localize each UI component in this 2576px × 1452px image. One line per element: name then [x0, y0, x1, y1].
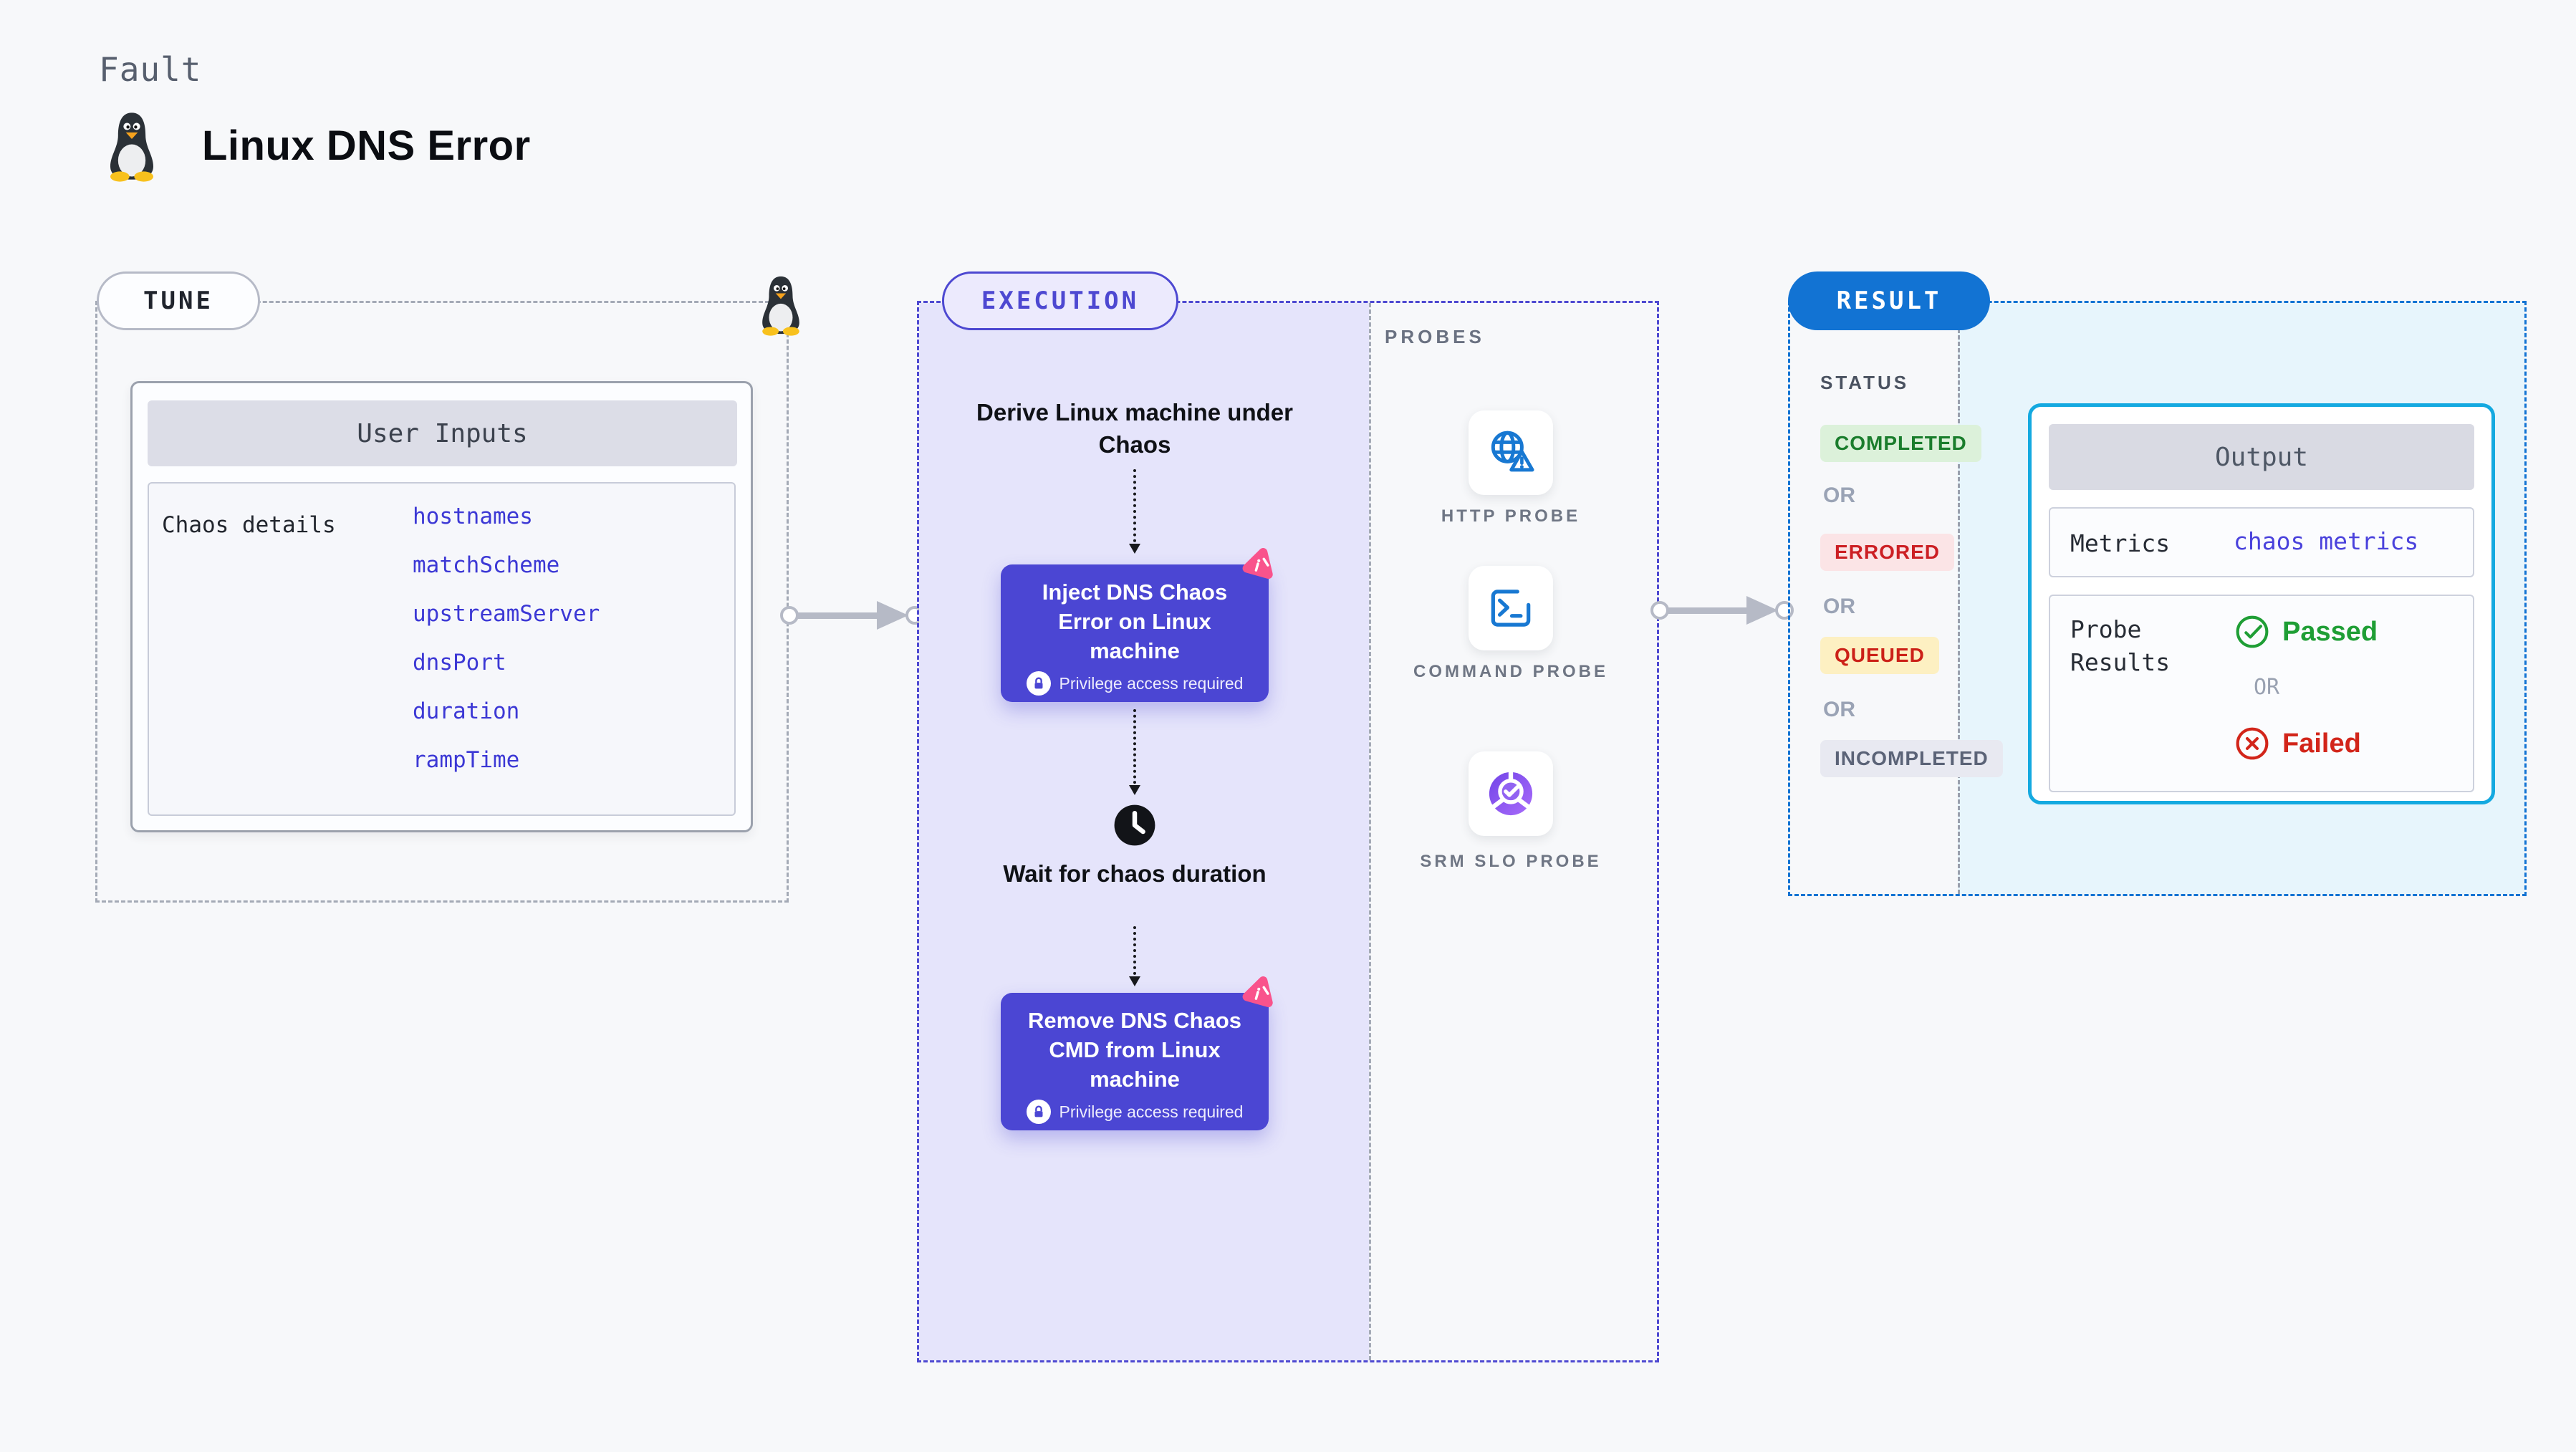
status-badge-incompleted: INCOMPLETED	[1820, 740, 2003, 777]
srm-slo-probe-card[interactable]	[1469, 751, 1553, 836]
tune-zone	[95, 276, 799, 903]
passed-label: Passed	[2282, 616, 2378, 647]
arrowhead-icon	[1746, 596, 1778, 625]
tune-badge: TUNE	[97, 271, 260, 330]
check-circle-icon	[2236, 615, 2269, 648]
execution-probes-divider	[1369, 303, 1371, 1360]
failed-label: Failed	[2282, 728, 2361, 759]
status-badge-errored: ERRORED	[1820, 534, 1955, 571]
flow-arrow-1	[1129, 469, 1140, 554]
input-matchscheme[interactable]: matchScheme	[413, 552, 560, 578]
remove-dns-chaos-node[interactable]: Remove DNS Chaos CMD from Linux machine …	[1001, 976, 1273, 1130]
user-inputs-header: User Inputs	[148, 400, 737, 466]
output-card: Output Metrics chaos metrics Probe Resul…	[2028, 403, 2495, 804]
input-hostnames[interactable]: hostnames	[413, 504, 533, 529]
inject-dns-chaos-node[interactable]: Inject DNS Chaos Error on Linux machine …	[1001, 547, 1273, 702]
tux-penguin-corner-icon	[762, 276, 799, 336]
lock-icon	[1026, 1100, 1051, 1124]
metrics-row: Metrics chaos metrics	[2049, 507, 2474, 577]
srm-slo-probe-label: SRM SLO PROBE	[1420, 852, 1602, 871]
chaos-details-label: Chaos details	[162, 512, 336, 538]
privilege-note: Privilege access required	[1059, 673, 1244, 693]
passed-result: Passed	[2234, 613, 2378, 650]
result-zone: STATUS COMPLETED OR ERRORED OR QUEUED OR…	[1788, 301, 2527, 896]
page-title: Linux DNS Error	[202, 122, 531, 169]
failed-result: Failed	[2234, 725, 2361, 762]
flow-arrow-2	[1129, 709, 1140, 795]
command-probe-card[interactable]	[1469, 566, 1553, 650]
probes-section-label: PROBES	[1385, 326, 1485, 347]
step-wait-label: Wait for chaos duration	[1003, 860, 1267, 887]
probe-results-label: Probe Results	[2070, 615, 2171, 676]
remove-node-title: Remove DNS Chaos CMD from Linux machine	[1027, 1008, 1242, 1092]
status-output-divider	[1958, 303, 1960, 894]
tune-to-execution-arrow	[780, 601, 924, 630]
fault-kicker: Fault	[99, 50, 202, 89]
step-derive-label: Derive Linux machine under Chaos	[976, 399, 1293, 458]
flow-arrow-3	[1129, 926, 1140, 986]
tux-penguin-icon	[110, 112, 153, 182]
status-badge-queued: QUEUED	[1820, 637, 1939, 674]
privilege-note: Privilege access required	[1059, 1102, 1244, 1121]
http-probe-label: HTTP PROBE	[1441, 506, 1581, 526]
execution-zone: Derive Linux machine under Chaos Inject …	[917, 301, 1659, 1362]
probe-results-row: Probe Results Passed OR	[2049, 595, 2474, 792]
http-probe-card[interactable]	[1469, 410, 1553, 495]
execution-to-result-arrow	[1650, 596, 1794, 625]
x-circle-icon	[2236, 727, 2269, 760]
privilege-note-row: Privilege access required	[1001, 671, 1269, 696]
arrowhead-icon	[877, 601, 908, 630]
user-inputs-card: User Inputs Chaos details hostnames matc…	[130, 381, 753, 832]
lock-icon	[1026, 671, 1051, 696]
output-card-header: Output	[2049, 424, 2474, 490]
or-separator: OR	[1823, 698, 1855, 721]
result-badge: RESULT	[1788, 271, 1990, 330]
user-inputs-body: Chaos details hostnames matchScheme upst…	[148, 482, 736, 816]
or-separator: OR	[2254, 675, 2280, 700]
status-badge-completed: COMPLETED	[1820, 425, 1981, 462]
execution-badge: EXECUTION	[942, 271, 1178, 330]
clock-icon	[1114, 804, 1155, 846]
input-dnsport[interactable]: dnsPort	[413, 650, 506, 675]
globe-warning-icon	[1491, 431, 1534, 472]
command-probe-label: COMMAND PROBE	[1413, 662, 1608, 681]
input-duration[interactable]: duration	[413, 698, 520, 724]
or-separator: OR	[1823, 595, 1855, 618]
input-upstreamserver[interactable]: upstreamServer	[413, 601, 600, 627]
terminal-icon	[1491, 590, 1531, 627]
chaos-badge-icon	[1242, 547, 1273, 580]
privilege-note-row: Privilege access required	[1001, 1100, 1269, 1124]
slo-pie-check-icon	[1489, 771, 1533, 816]
inject-node-title: Inject DNS Chaos Error on Linux machine	[1042, 580, 1228, 663]
metrics-label: Metrics	[2070, 529, 2171, 557]
chaos-metrics-link[interactable]: chaos metrics	[2234, 527, 2419, 555]
input-ramptime[interactable]: rampTime	[413, 747, 520, 773]
or-separator: OR	[1823, 484, 1855, 507]
chaos-badge-icon	[1242, 976, 1273, 1008]
status-section-label: STATUS	[1820, 372, 1910, 393]
